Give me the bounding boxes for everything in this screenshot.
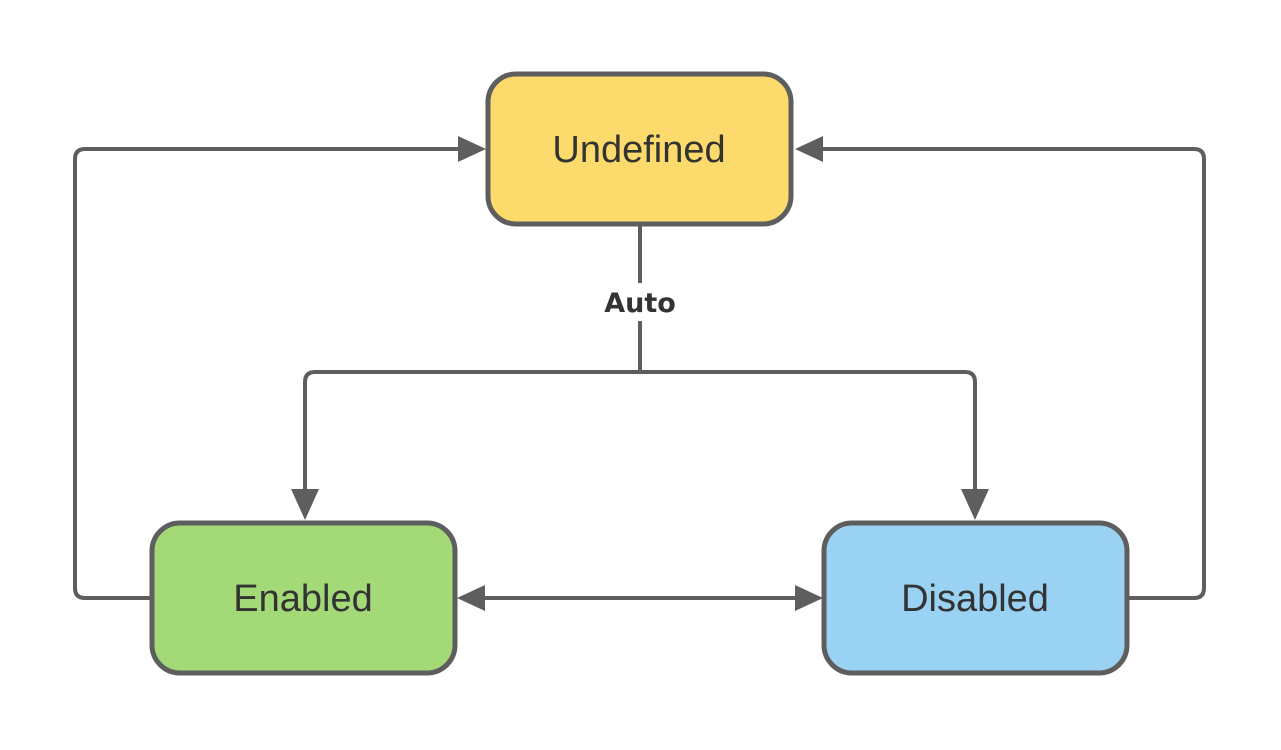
edge-disabled-to-undefined <box>823 147 1206 600</box>
arrowhead-into-disabled-top-icon <box>961 489 989 520</box>
node-undefined-label: Undefined <box>552 129 725 171</box>
edge-label-text: Auto <box>604 288 676 319</box>
node-enabled-shape <box>149 520 458 676</box>
edge-label-backing <box>600 283 680 321</box>
arrowheads <box>291 136 989 611</box>
node-disabled-shape <box>821 520 1130 676</box>
arrowhead-into-undefined-right-icon <box>795 136 823 162</box>
edge-auto-branches <box>303 370 977 491</box>
arrowhead-into-enabled-top-icon <box>291 489 319 520</box>
node-undefined-shape <box>485 71 794 227</box>
arrowhead-into-undefined-left-icon <box>458 136 486 162</box>
arrowhead-into-disabled-left-icon <box>795 585 823 611</box>
node-disabled-label: Disabled <box>901 578 1049 620</box>
arrowhead-into-enabled-right-icon <box>457 585 485 611</box>
node-enabled: Enabled <box>149 520 458 676</box>
node-disabled: Disabled <box>821 520 1130 676</box>
edge-enabled-to-undefined <box>73 147 458 600</box>
edges <box>73 147 1206 600</box>
edge-label-auto: Auto <box>600 283 680 321</box>
node-enabled-label: Enabled <box>233 578 372 620</box>
node-undefined: Undefined <box>485 71 794 227</box>
